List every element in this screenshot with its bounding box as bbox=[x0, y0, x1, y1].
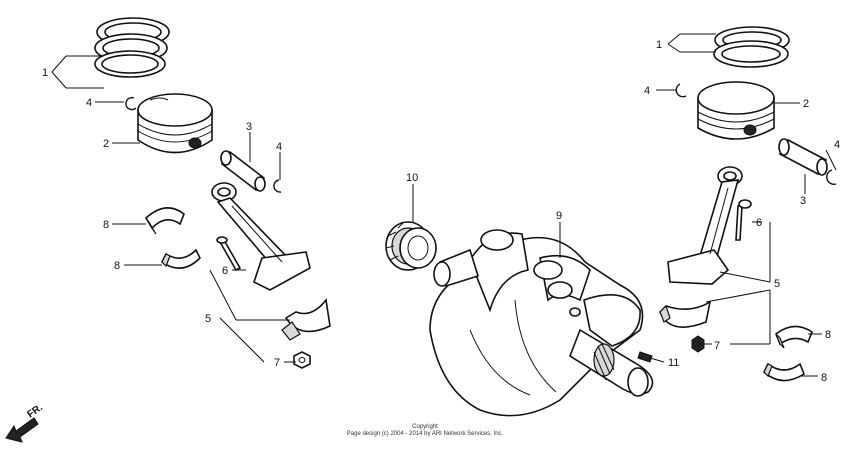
rod-cap-right[interactable] bbox=[659, 300, 712, 328]
callout-7-right: 7 bbox=[714, 340, 720, 352]
callout-10: 10 bbox=[406, 172, 418, 184]
circlip-right-a[interactable] bbox=[675, 83, 687, 98]
callout-2-right: 2 bbox=[803, 98, 809, 110]
bearing-left-b[interactable] bbox=[160, 248, 201, 269]
callout-7-left: 7 bbox=[274, 357, 280, 369]
front-direction-arrow: FR. bbox=[5, 402, 45, 443]
callout-5-right: 5 bbox=[774, 278, 780, 290]
leader-lines-right bbox=[656, 33, 837, 377]
piston-rings-left[interactable] bbox=[94, 17, 170, 78]
rod-cap-left[interactable] bbox=[281, 298, 331, 341]
callout-1-left: 1 bbox=[42, 67, 48, 79]
leader-lines-left bbox=[51, 55, 296, 363]
callout-labels: 1 4 2 3 4 8 8 6 5 7 10 9 11 1 4 2 4 3 6 … bbox=[42, 39, 840, 384]
bearing-right-a[interactable] bbox=[775, 325, 813, 349]
piston-pin-left[interactable] bbox=[220, 150, 266, 192]
callout-6-right: 6 bbox=[756, 217, 762, 229]
callout-2-left: 2 bbox=[103, 138, 109, 150]
primary-gear[interactable] bbox=[385, 221, 437, 271]
callout-4-right-a: 4 bbox=[644, 85, 650, 97]
callout-3-right: 3 bbox=[800, 195, 806, 207]
copyright-title: Copyright bbox=[412, 424, 438, 430]
bearing-right-b[interactable] bbox=[763, 362, 805, 382]
callout-6-left: 6 bbox=[222, 265, 228, 277]
front-label: FR. bbox=[25, 402, 45, 420]
piston-left[interactable] bbox=[137, 93, 213, 154]
callout-8-right-a: 8 bbox=[825, 329, 831, 341]
crankshaft[interactable] bbox=[429, 229, 654, 417]
piston-right[interactable] bbox=[697, 81, 775, 140]
connecting-rod-left[interactable] bbox=[211, 182, 311, 291]
callout-8-left-a: 8 bbox=[103, 219, 109, 231]
callout-8-right-b: 8 bbox=[821, 372, 827, 384]
rod-bolt-right[interactable] bbox=[735, 199, 752, 241]
rod-bolt-left[interactable] bbox=[216, 236, 242, 272]
callout-4-right-b: 4 bbox=[834, 139, 840, 151]
callout-5-left: 5 bbox=[205, 313, 211, 325]
circlip-right-b[interactable] bbox=[826, 169, 837, 185]
piston-pin-right[interactable] bbox=[778, 138, 828, 176]
bearing-left-a[interactable] bbox=[144, 207, 185, 235]
circlip-left-b[interactable] bbox=[273, 179, 282, 193]
callout-4-left-b: 4 bbox=[276, 141, 282, 153]
callout-4-left-a: 4 bbox=[86, 97, 92, 109]
callout-8-left-b: 8 bbox=[114, 260, 120, 272]
callout-9: 9 bbox=[556, 210, 562, 222]
circlip-left-a[interactable] bbox=[125, 96, 137, 111]
rod-nut-right[interactable] bbox=[691, 335, 705, 353]
callout-3-left: 3 bbox=[246, 121, 252, 133]
piston-rings-right[interactable] bbox=[713, 26, 790, 68]
copyright-notice: Copyright Page design (c) 2004 - 2014 by… bbox=[300, 424, 550, 438]
rod-nut-left[interactable] bbox=[293, 351, 311, 369]
callout-1-right: 1 bbox=[656, 39, 662, 51]
leader-lines-center bbox=[412, 184, 665, 363]
callout-11: 11 bbox=[668, 357, 679, 369]
arrow-icon bbox=[5, 417, 39, 443]
copyright-text: Page design (c) 2004 - 2014 by ARI Netwo… bbox=[346, 431, 504, 437]
connecting-rod-right[interactable] bbox=[667, 166, 743, 285]
